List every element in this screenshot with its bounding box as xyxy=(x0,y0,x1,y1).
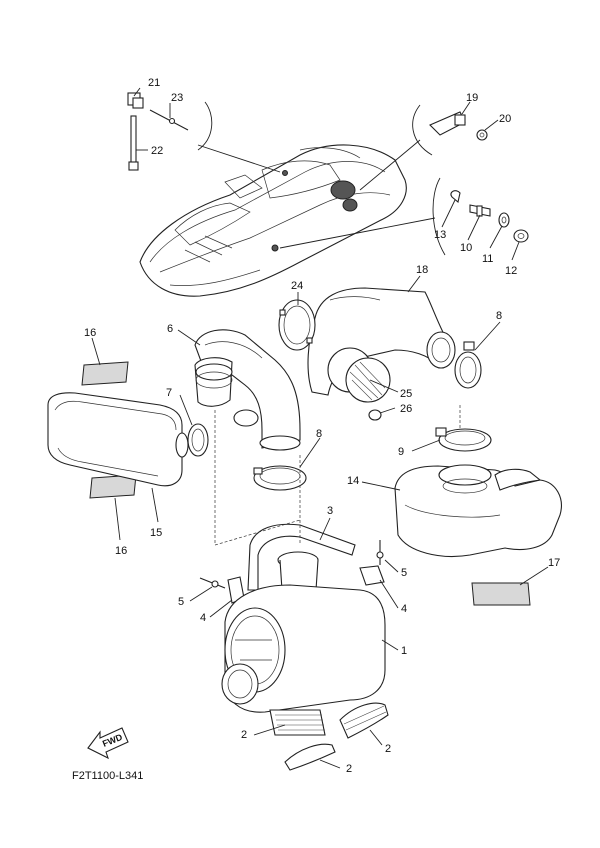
label-7: 7 xyxy=(166,387,172,399)
part-24-retainer-ring xyxy=(278,299,316,351)
part-10-bolt xyxy=(469,204,491,217)
part-19-bracket xyxy=(429,111,466,136)
part-11-washer xyxy=(498,212,510,228)
part-5-bolt-left xyxy=(199,577,226,589)
watercraft-outline xyxy=(139,144,407,297)
part-25-plate xyxy=(327,347,391,403)
part-2-mat-bottom xyxy=(284,743,336,771)
label-24: 24 xyxy=(291,280,303,292)
alignment-lines xyxy=(214,405,461,546)
label-2-left: 2 xyxy=(241,729,247,741)
label-1: 1 xyxy=(401,645,407,657)
part-6-elbow-pipe xyxy=(194,329,301,451)
label-18: 18 xyxy=(416,264,428,276)
label-4-right: 4 xyxy=(401,603,407,615)
part-1-muffler xyxy=(221,584,386,713)
part-2-mat-left xyxy=(269,709,326,736)
part-5-bolt-right xyxy=(376,540,384,565)
part-18-pipe xyxy=(307,287,456,396)
diagram-code: F2T1100-L341 xyxy=(72,770,143,782)
part-9-clamp xyxy=(435,427,492,452)
part-16-pad-top xyxy=(81,361,129,386)
part-20-nut xyxy=(476,129,488,141)
label-15: 15 xyxy=(150,527,162,539)
leader-lines xyxy=(91,87,549,769)
label-5-left: 5 xyxy=(178,596,184,608)
label-5-right: 5 xyxy=(401,567,407,579)
label-8-right: 8 xyxy=(496,310,502,322)
part-12-nut xyxy=(513,229,529,243)
part-8-clamp-right xyxy=(454,341,482,389)
label-17: 17 xyxy=(548,557,560,569)
label-9: 9 xyxy=(398,446,404,458)
label-26: 26 xyxy=(400,403,412,415)
part-13-clip xyxy=(450,190,461,204)
callout-brackets xyxy=(197,101,446,256)
part-26-nut xyxy=(368,409,382,421)
part-8-clamp-left xyxy=(253,465,307,491)
fwd-arrow-icon: FWD xyxy=(87,727,129,760)
label-20: 20 xyxy=(499,113,511,125)
label-22: 22 xyxy=(151,145,163,157)
label-16-bottom: 16 xyxy=(115,545,127,557)
label-23: 23 xyxy=(171,92,183,104)
label-6: 6 xyxy=(167,323,173,335)
label-19: 19 xyxy=(466,92,478,104)
part-2-mat-right xyxy=(339,702,389,739)
part-21-clip xyxy=(127,92,144,109)
label-14: 14 xyxy=(347,475,359,487)
label-11: 11 xyxy=(482,253,493,265)
part-7-clamp xyxy=(187,423,209,457)
label-21: 21 xyxy=(148,77,160,89)
part-22-cable-tie xyxy=(128,115,139,171)
part-14-water-box xyxy=(394,464,562,558)
label-3: 3 xyxy=(327,505,333,517)
label-13: 13 xyxy=(434,229,446,241)
part-4-bracket-right xyxy=(359,565,385,586)
part-3-strap xyxy=(247,523,356,597)
label-16-top: 16 xyxy=(84,327,96,339)
label-2-bottom: 2 xyxy=(346,763,352,775)
part-labels: 21 23 22 19 20 13 10 11 12 18 24 8 6 16 … xyxy=(84,77,560,775)
label-25: 25 xyxy=(400,388,412,400)
label-4-left: 4 xyxy=(200,612,206,624)
part-15-resonator xyxy=(47,392,189,487)
part-17-pad xyxy=(471,582,531,606)
part-23-rod xyxy=(149,109,189,131)
label-10: 10 xyxy=(460,242,472,254)
label-8-left: 8 xyxy=(316,428,322,440)
label-2-right: 2 xyxy=(385,743,391,755)
label-12: 12 xyxy=(505,265,517,277)
